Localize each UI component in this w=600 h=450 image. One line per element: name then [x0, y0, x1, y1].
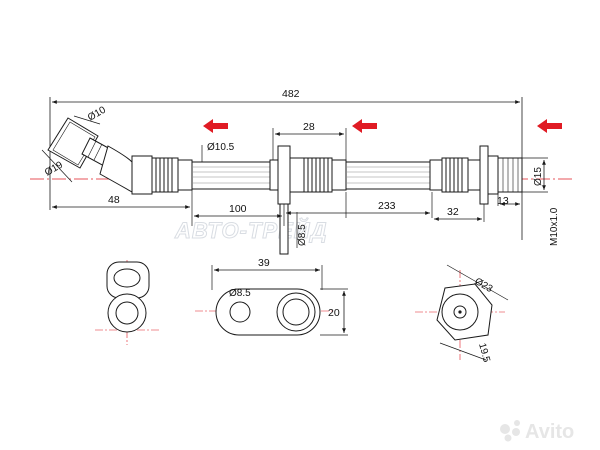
dim-28: 28: [272, 121, 347, 160]
bracket-width-label: 39: [258, 257, 270, 269]
dim-48: 48: [52, 190, 193, 212]
avito-watermark: Avito: [500, 420, 574, 443]
bracket-height-label: 20: [328, 307, 340, 319]
left-fitting-leader: [73, 115, 101, 125]
dim-13: 13: [497, 194, 520, 207]
flow-arrow-3: [537, 119, 562, 133]
thread-spec-label: M10x1.0: [549, 207, 560, 246]
middle-bracket-fitting: [269, 145, 347, 255]
dim-28-label: 28: [303, 121, 315, 133]
left-banjo-fitting: [47, 117, 133, 193]
flow-arrow-2: [352, 119, 377, 133]
right-dia-label: Ø15: [533, 167, 544, 186]
dim-48-label: 48: [108, 194, 120, 206]
dim-233-label: 233: [378, 200, 396, 212]
left-fitting-end-view: [95, 260, 160, 345]
bracket-hole-label: Ø8.5: [297, 224, 308, 246]
dim-100: 100: [191, 203, 285, 226]
overall-length-label: 482: [282, 88, 300, 100]
hose-segment-1: [191, 161, 271, 190]
bracket-hole-2-label: Ø8.5: [229, 288, 251, 299]
flow-arrow-1: [203, 119, 228, 133]
left-crimp-ferrule: [131, 155, 193, 195]
bracket-top-view: 39 Ø8.5 20: [195, 257, 348, 336]
left-nut-dia-label: Ø19: [43, 159, 65, 178]
avito-watermark-text: Avito: [525, 421, 574, 443]
right-dia-dimension: Ø15: [522, 157, 548, 193]
right-end-fitting: [429, 145, 523, 205]
right-end-view: Ø23 19.5: [415, 264, 509, 364]
left-fitting-dia-label: Ø10: [86, 104, 108, 123]
hose-segment-2: [345, 161, 431, 190]
left-nut-leader: [41, 149, 73, 183]
dim-32: 32: [434, 204, 485, 222]
tube-dia-label: Ø10.5: [207, 142, 235, 153]
dim-32-label: 32: [447, 206, 459, 218]
dim-233: 233: [286, 192, 433, 218]
dim-100-label: 100: [229, 203, 247, 215]
brand-watermark: АВТО-ТРЕЙД: [174, 217, 327, 243]
end-width-label: 19.5: [476, 342, 492, 364]
dim-13-label: 13: [497, 195, 509, 207]
